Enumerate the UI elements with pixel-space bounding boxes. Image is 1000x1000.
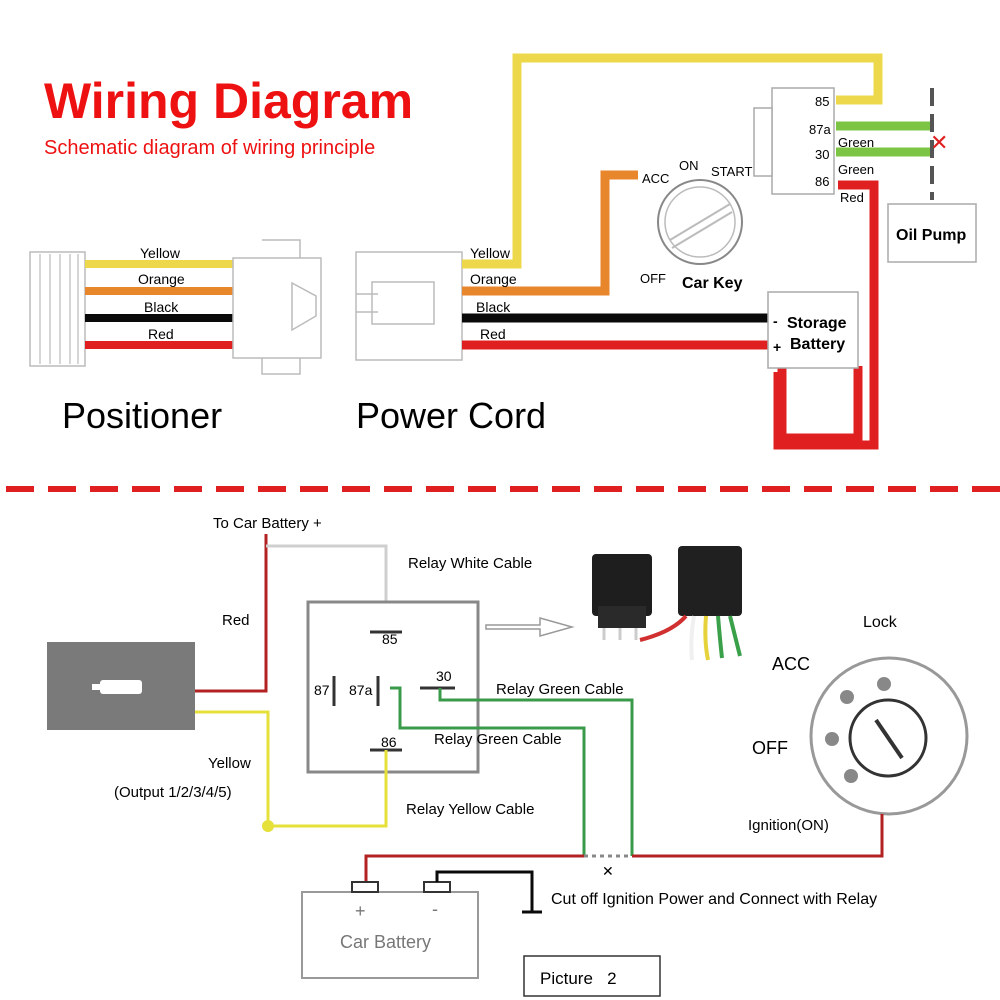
lock-label: Lock xyxy=(863,614,898,631)
storage-battery-line1: Storage xyxy=(787,315,847,332)
output-label: (Output 1/2/3/4/5) xyxy=(114,784,232,801)
picture-label-box xyxy=(523,955,661,997)
red-label-top: Red xyxy=(840,190,864,205)
pc-label-yellow: Yellow xyxy=(470,245,511,261)
battery-plus-label: + xyxy=(355,901,366,921)
yellow-label-bottom: Yellow xyxy=(208,755,251,772)
car-battery xyxy=(301,881,479,979)
arrow-to-photo xyxy=(485,617,575,637)
off-label-bottom: OFF xyxy=(752,738,788,758)
relay-yellow-cable-label: Relay Yellow Cable xyxy=(406,801,534,818)
storage-battery xyxy=(767,291,859,369)
car-key-switch xyxy=(657,179,743,265)
ignition-lock xyxy=(809,656,969,816)
ignition-on-label: Ignition(ON) xyxy=(748,817,829,834)
power-cord-wire-labels: Yellow Orange Black Red xyxy=(470,245,517,342)
yellow-junction xyxy=(262,820,274,832)
cut-off-label: Cut off Ignition Power and Connect with … xyxy=(551,891,877,908)
top-relay xyxy=(753,87,835,195)
key-off-label: OFF xyxy=(640,271,666,286)
key-acc-label: ACC xyxy=(642,171,669,186)
oil-pump xyxy=(887,203,977,263)
diagram-subtitle: Schematic diagram of wiring principle xyxy=(44,137,375,159)
relay-green-cable-87a xyxy=(390,686,586,856)
picture-label: Picture 2 xyxy=(540,969,617,988)
relay-photo xyxy=(592,546,742,661)
storage-minus: - xyxy=(773,313,778,329)
car-battery-label: Car Battery xyxy=(340,932,431,952)
positioner-label: Positioner xyxy=(62,395,222,436)
wire-label-orange: Orange xyxy=(138,271,185,287)
top-cut-mark: ✕ xyxy=(930,130,948,155)
power-cord-label: Power Cord xyxy=(356,395,546,436)
key-start-label: START xyxy=(711,164,752,179)
diagram-title: Wiring Diagram xyxy=(44,73,413,129)
red-wire-to-battery xyxy=(195,534,268,693)
to-car-battery-label: To Car Battery + xyxy=(213,515,322,532)
red-label-bottom: Red xyxy=(222,612,250,629)
storage-battery-line2: Battery xyxy=(790,336,845,353)
green-label-2: Green xyxy=(838,162,874,177)
positioner-wire-labels: Yellow Orange Black Red xyxy=(138,245,185,342)
wire-label-yellow: Yellow xyxy=(140,245,181,261)
relay-green-cable-30 xyxy=(438,688,634,856)
relay-white-cable-label: Relay White Cable xyxy=(408,555,532,572)
green-label-1: Green xyxy=(838,135,874,150)
wire-label-black: Black xyxy=(144,299,179,315)
positioner-connector xyxy=(232,239,322,375)
relay-green-cable-label-2: Relay Green Cable xyxy=(434,731,562,748)
power-cord-connector xyxy=(355,251,463,361)
relay-pin-87a: 87a xyxy=(809,122,831,137)
storage-plus: + xyxy=(773,339,781,355)
positioner-wires xyxy=(85,260,235,349)
battery-minus-label: - xyxy=(432,899,438,919)
top-green-wires xyxy=(836,121,930,157)
key-on-label: ON xyxy=(679,158,699,173)
cut-mark-bottom: ✕ xyxy=(602,863,614,879)
wire-label-red: Red xyxy=(148,326,174,342)
relay-pin-86: 86 xyxy=(815,174,829,189)
acc-label-bottom: ACC xyxy=(772,654,810,674)
pc-label-orange: Orange xyxy=(470,271,517,287)
battery-red-wire xyxy=(364,854,584,884)
bottom-pin-87: 87 xyxy=(314,682,330,698)
power-cord-wires xyxy=(462,53,883,450)
ignition-red-wire xyxy=(632,814,884,858)
bottom-pin-87a: 87a xyxy=(349,682,373,698)
positioner-device xyxy=(29,251,86,367)
car-key-label: Car Key xyxy=(682,275,743,292)
relay-pin-85: 85 xyxy=(815,94,829,109)
ground-wire xyxy=(435,870,534,912)
gps-device xyxy=(47,642,195,730)
bottom-pin-86: 86 xyxy=(381,734,397,750)
pc-label-red: Red xyxy=(480,326,506,342)
pc-label-black: Black xyxy=(476,299,511,315)
oil-pump-label: Oil Pump xyxy=(896,227,966,244)
bottom-pin-85: 85 xyxy=(382,631,398,647)
relay-pin-30: 30 xyxy=(815,147,829,162)
relay-green-cable-label-1: Relay Green Cable xyxy=(496,681,624,698)
bottom-pin-30: 30 xyxy=(436,668,452,684)
